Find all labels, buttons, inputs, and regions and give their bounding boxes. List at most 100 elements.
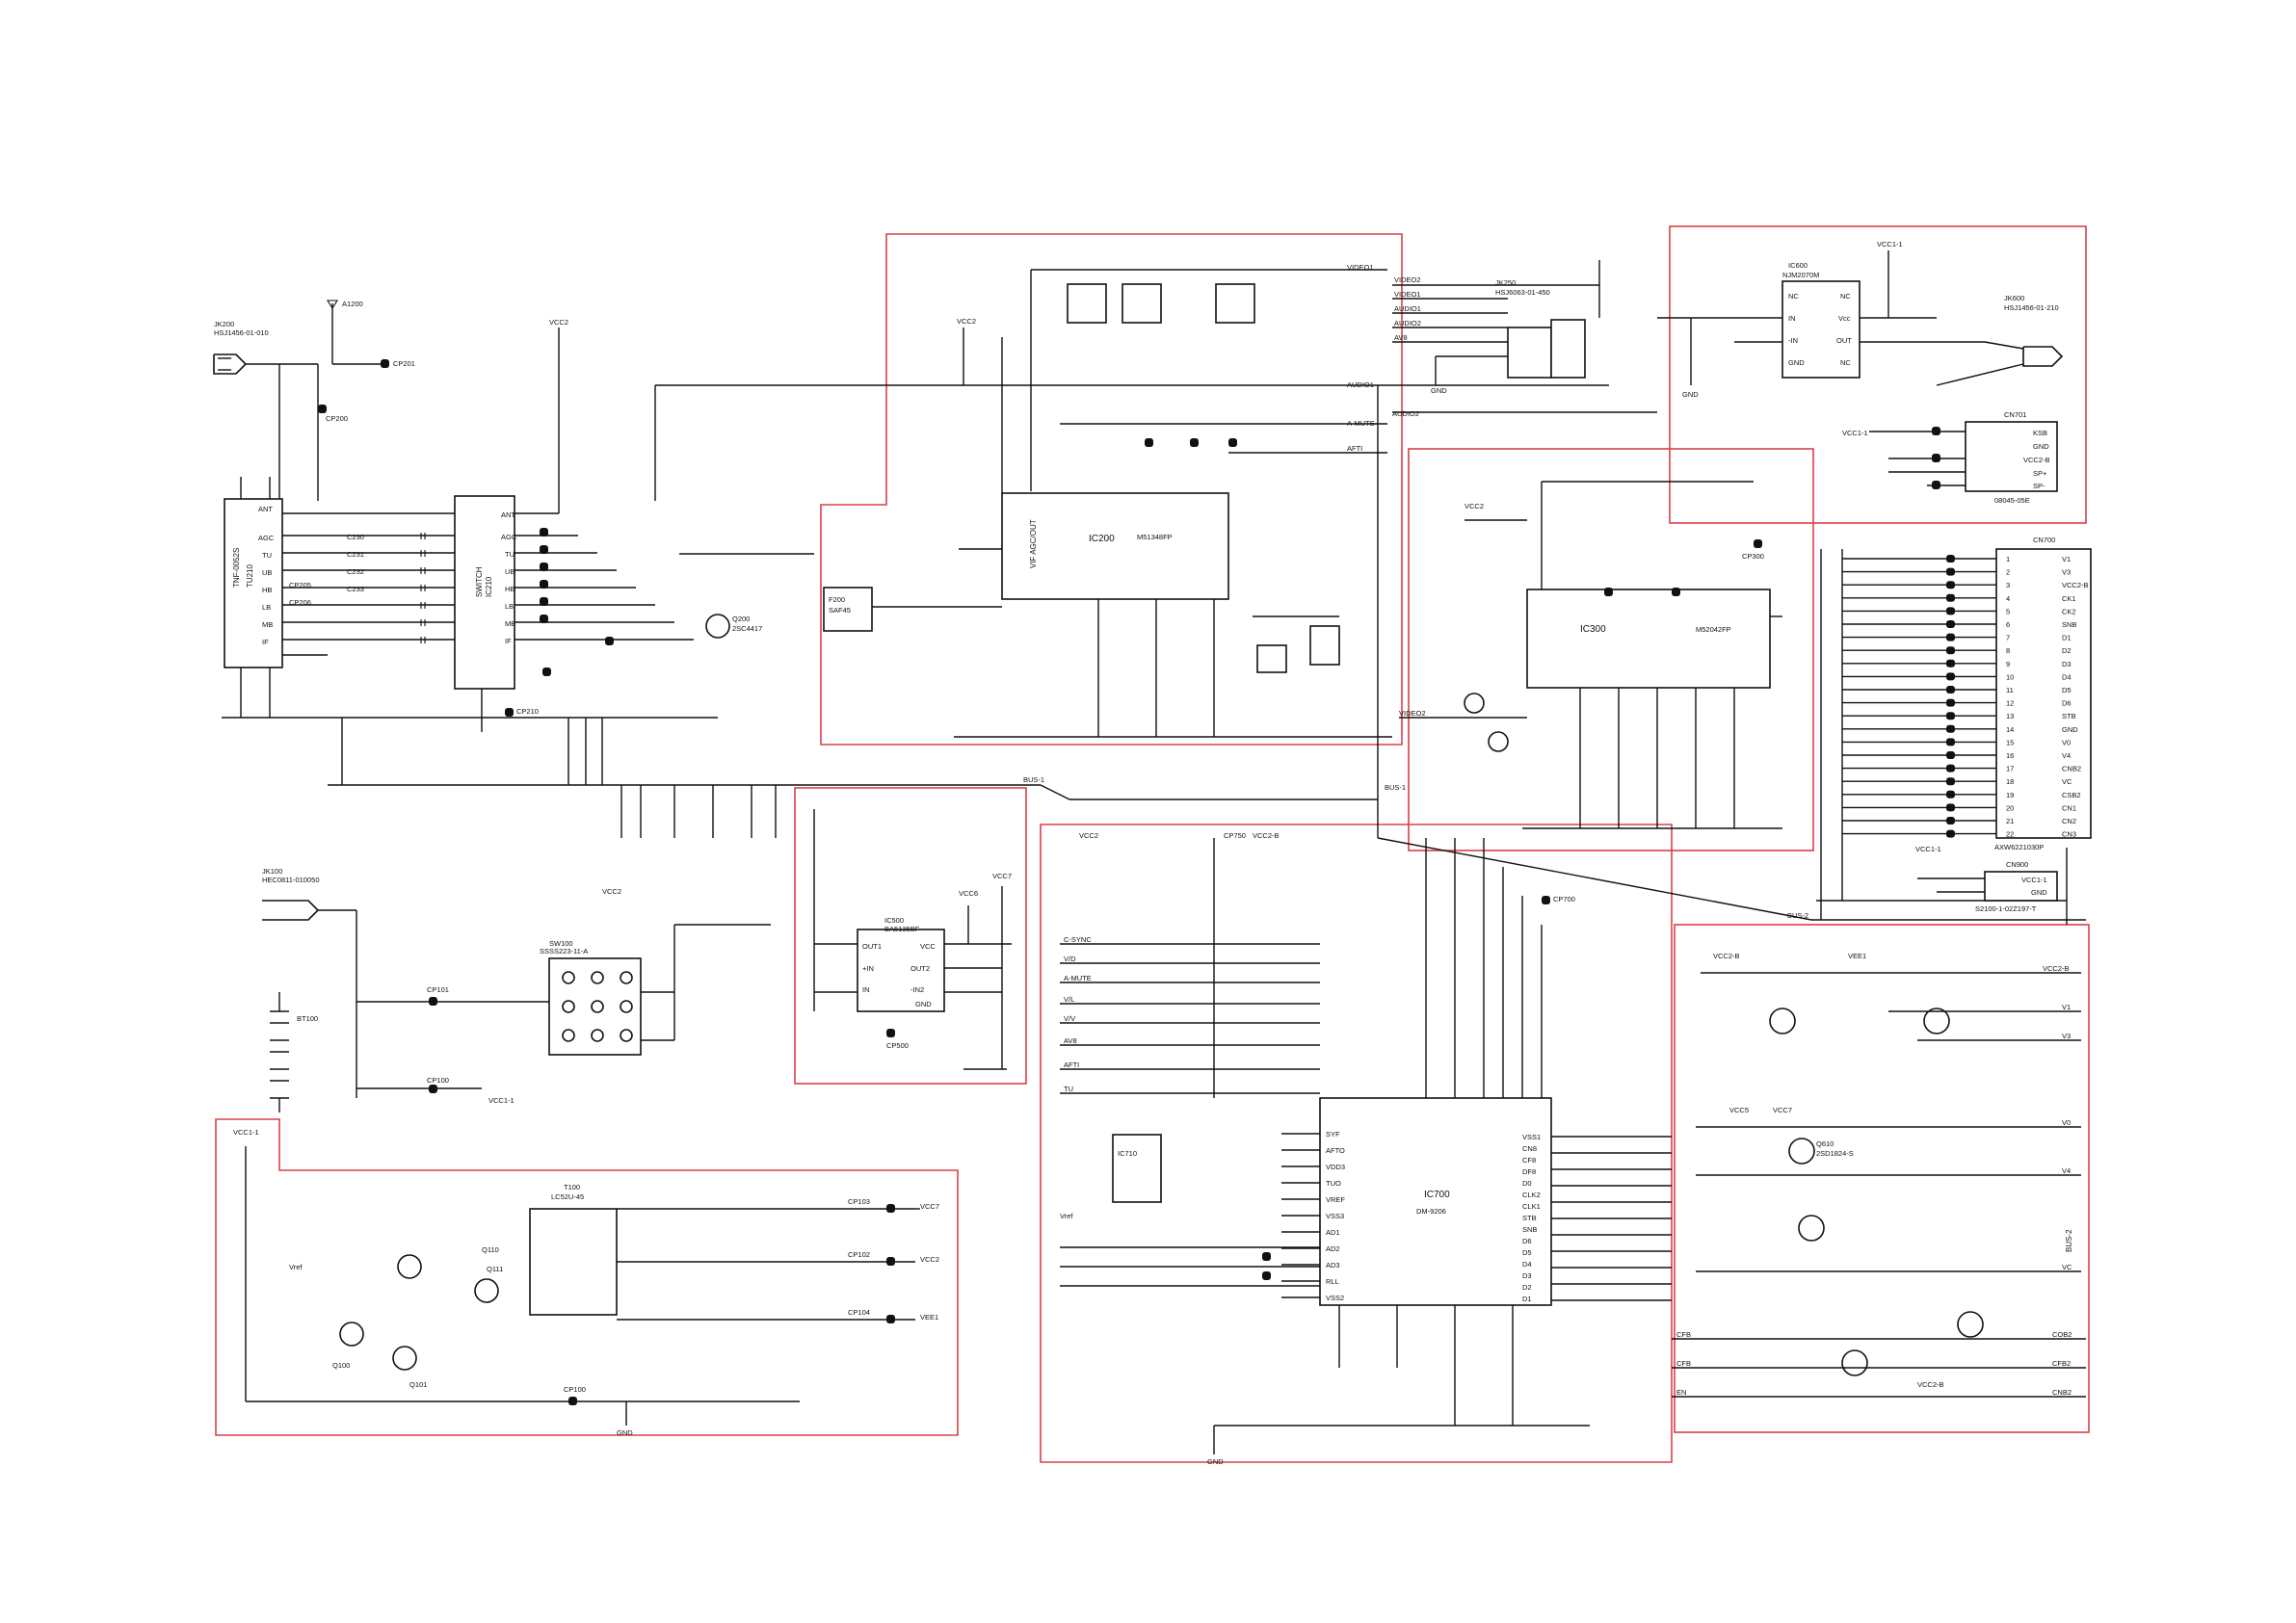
svg-text:NC: NC (1788, 292, 1799, 301)
svg-text:Vcc: Vcc (1838, 314, 1851, 323)
jk100-ref: JK100 (262, 867, 282, 876)
bus-lines: BUS-1 BUS-1 BUS-2 (328, 385, 2086, 921)
battery-ref: BT100 (297, 1014, 318, 1023)
svg-text:SP+: SP+ (2033, 469, 2047, 478)
svg-text:V1: V1 (2062, 1003, 2071, 1011)
svg-text:GND: GND (1431, 386, 1447, 395)
svg-text:VIDEO1: VIDEO1 (1394, 290, 1421, 299)
ic500-ref: IC500 (884, 916, 904, 925)
svg-text:COB2: COB2 (2052, 1330, 2072, 1339)
tuner-ref: TU210 (246, 563, 254, 588)
switch-ic-label: SWITCH (475, 566, 484, 597)
q610-part: 2SD1824-S (1816, 1149, 1854, 1158)
svg-text:VCC2: VCC2 (1465, 502, 1484, 510)
cn700-pin-number: 5 (2006, 607, 2010, 615)
lcd-driver: VCC2-B VCC2-B VEE1 Q610 2SD1824-S V1 V3 … (1676, 952, 2081, 1397)
cn700-pin-number: 15 (2006, 738, 2014, 746)
svg-text:V/D: V/D (1064, 955, 1076, 963)
cn700-row-label: V4 (2062, 751, 2071, 760)
cn700-pin-number: 11 (2006, 686, 2014, 694)
cn700-pad (1946, 764, 1955, 772)
cn700-pad (1946, 686, 1955, 694)
svg-text:HB: HB (505, 585, 515, 593)
svg-text:CNB2: CNB2 (2052, 1388, 2072, 1397)
cn700-row-label: CK1 (2062, 594, 2076, 603)
cn700-pin-number: 9 (2006, 660, 2010, 668)
svg-text:GND: GND (1207, 1457, 1224, 1466)
svg-text:UB: UB (262, 568, 272, 577)
svg-text:ANT: ANT (501, 510, 515, 519)
svg-text:GND: GND (617, 1428, 633, 1437)
svg-text:VCC6: VCC6 (959, 889, 978, 898)
svg-text:AGC: AGC (258, 534, 275, 542)
svg-text:BUS-2: BUS-2 (2065, 1229, 2073, 1252)
ic700-right-pin: CN8 (1522, 1144, 1537, 1153)
svg-text:VCC: VCC (920, 942, 936, 951)
cn700-row-label: STB (2062, 712, 2076, 720)
jk600-part: HSJ1456-01-210 (2004, 303, 2059, 312)
svg-text:CP102: CP102 (848, 1250, 870, 1259)
svg-text:AFTI: AFTI (1064, 1060, 1079, 1069)
q200-ref: Q200 (732, 615, 750, 623)
svg-text:VC: VC (2062, 1263, 2072, 1271)
svg-text:MB: MB (262, 620, 273, 629)
cn700-pin-number: 18 (2006, 777, 2014, 786)
tuner-caps (420, 533, 426, 643)
cn700-row-label: CN1 (2062, 803, 2076, 812)
ic700-right-pin: D5 (1522, 1248, 1532, 1257)
svg-text:IC710: IC710 (1118, 1149, 1137, 1158)
svg-text:AUDIO2: AUDIO2 (1392, 409, 1419, 418)
svg-text:Vref: Vref (289, 1263, 303, 1271)
cn700-pad (1946, 790, 1955, 798)
svg-text:CP201: CP201 (393, 359, 415, 368)
ic700-right-pin: D1 (1522, 1295, 1532, 1303)
ic700-left-pin: AD2 (1326, 1244, 1340, 1253)
svg-text:VEE1: VEE1 (920, 1313, 938, 1322)
ic700-right-pin: STB (1522, 1214, 1537, 1222)
svg-text:VCC7: VCC7 (920, 1202, 939, 1211)
cn700-row-label: D2 (2062, 646, 2072, 655)
svg-text:-IN2: -IN2 (910, 985, 924, 994)
jk600-ref: JK600 (2004, 294, 2024, 302)
ic700-left-pin: AFTO (1326, 1146, 1345, 1155)
cn700-pad (1946, 738, 1955, 746)
svg-text:C230: C230 (347, 533, 364, 541)
svg-text:IN: IN (862, 985, 870, 994)
svg-text:V3: V3 (2062, 1032, 2071, 1040)
svg-text:VIDEO2: VIDEO2 (1394, 275, 1421, 284)
cn700-pad (1946, 817, 1955, 825)
svg-text:VCC1-1: VCC1-1 (1877, 240, 1903, 249)
svg-text:ANT: ANT (258, 505, 273, 513)
svg-text:TU: TU (505, 550, 515, 559)
tuner-tu210: TNF-0052S TU210 ANT AGC TU UB HB LB MB I… (222, 477, 718, 719)
cn700-pin-number: 7 (2006, 634, 2010, 642)
svg-text:CP100: CP100 (564, 1385, 586, 1394)
cn700-pad (1946, 698, 1955, 707)
q200-part: 2SC4417 (732, 624, 762, 633)
ic200-part: M51348FP (1137, 533, 1173, 541)
ic700-right-pin: CLK2 (1522, 1191, 1541, 1199)
svg-text:AGC: AGC (501, 533, 517, 541)
svg-text:-IN: -IN (1788, 336, 1798, 345)
svg-text:TU: TU (262, 551, 272, 560)
ic700-left-pin: VREF (1326, 1195, 1345, 1204)
switch-ic-pins: ANT AGC TU UB HB LB MB IF (501, 510, 517, 645)
svg-text:CFB: CFB (1676, 1330, 1691, 1339)
svg-text:VCC7: VCC7 (992, 872, 1012, 880)
t100-part: LC52U-45 (551, 1192, 584, 1201)
svg-text:Q101: Q101 (409, 1380, 427, 1389)
cn700-row-label: SNB (2062, 620, 2076, 629)
a1200-label: A1200 (342, 300, 363, 308)
svg-text:VCC2: VCC2 (920, 1255, 939, 1264)
cn900-ref: CN900 (2006, 860, 2028, 869)
jk200-label: JK200 (214, 320, 234, 328)
cn700-pad (1946, 633, 1955, 641)
cn700-pin-number: 22 (2006, 830, 2014, 839)
cn700-row-label: CSB2 (2062, 791, 2081, 799)
cn700-pad (1946, 555, 1955, 563)
ic600-ref: IC600 (1788, 261, 1808, 270)
svg-text:GND: GND (915, 1000, 932, 1008)
ic700-left-pin: TUO (1326, 1179, 1341, 1188)
power-section: JK100 HEC0811-010050 BT100 SW100 SSSS223… (233, 867, 939, 1437)
